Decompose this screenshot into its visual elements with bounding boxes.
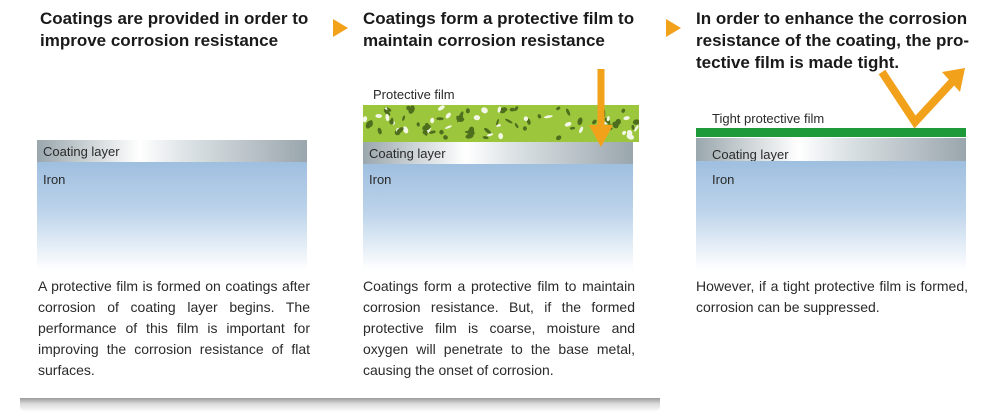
- step-2-diagram: Coating layer Iron: [363, 69, 639, 270]
- coating-layer: [363, 142, 633, 165]
- film-speck: [498, 133, 504, 140]
- film-speck: [422, 124, 431, 131]
- film-speck: [389, 119, 394, 125]
- film-speck: [445, 125, 452, 129]
- film-speck: [523, 116, 529, 121]
- film-speck: [556, 135, 562, 141]
- film-speck: [577, 117, 583, 126]
- iron-label: Iron: [43, 172, 66, 187]
- step-2-heading: Coatings form a protective film to maint…: [363, 9, 635, 50]
- film-speck: [606, 116, 610, 122]
- iron-layer: [363, 164, 633, 270]
- iron-layer: [37, 162, 307, 270]
- step-1-heading: Coatings are provided in order to improv…: [40, 9, 309, 50]
- step-3-heading: In order to enhance the corrosion resist…: [696, 9, 969, 72]
- tight-protective-film: [696, 128, 966, 137]
- film-speck: [632, 119, 639, 125]
- film-speck: [464, 130, 473, 135]
- film-speck: [502, 107, 508, 112]
- film-speck: [496, 118, 499, 126]
- film-speck: [634, 125, 639, 132]
- film-speck: [537, 114, 542, 119]
- film-speck: [509, 107, 515, 112]
- film-speck: [416, 122, 420, 127]
- film-speck: [445, 112, 451, 119]
- protective-film: [363, 105, 639, 142]
- film-speck: [375, 113, 382, 119]
- deflected-arrow-icon: [878, 68, 965, 129]
- film-speck: [626, 133, 635, 140]
- film-speck: [631, 124, 635, 130]
- step-arrow-icon: [333, 19, 348, 37]
- film-speck: [377, 127, 382, 135]
- step-1-description: A protective film is formed on coatings …: [38, 278, 310, 378]
- penetrating-arrow-icon: [589, 69, 613, 147]
- film-speck: [465, 133, 474, 139]
- tight-film-label: Tight protective film: [712, 111, 825, 126]
- film-speck: [482, 136, 489, 140]
- film-speck: [543, 115, 553, 119]
- film-speck: [621, 108, 626, 113]
- film-speck: [579, 126, 584, 134]
- coating-layer: [37, 140, 307, 163]
- step-arrow-icon: [666, 19, 681, 37]
- film-speck: [363, 116, 368, 123]
- film-speck: [484, 127, 492, 134]
- film-speck: [514, 122, 519, 129]
- film-speck: [626, 130, 633, 136]
- film-speck: [428, 130, 436, 134]
- film-speck: [406, 105, 411, 111]
- film-speck: [556, 106, 561, 111]
- film-speck: [486, 133, 494, 137]
- step-3-description: However, if a tight protective film is f…: [696, 278, 968, 315]
- film-speck: [522, 126, 527, 131]
- film-speck: [369, 120, 373, 127]
- step-2-description: Coatings form a protective film to main­…: [363, 278, 635, 378]
- step-3-diagram: Coating layer Iron: [696, 128, 966, 270]
- film-speck: [443, 135, 448, 140]
- film-speck: [481, 107, 488, 114]
- film-speck: [402, 115, 406, 121]
- film-speck: [422, 129, 428, 135]
- film-speck: [565, 108, 571, 116]
- iron-label: Iron: [712, 172, 735, 187]
- film-speck: [505, 118, 513, 124]
- film-speck: [456, 115, 464, 122]
- film-speck: [465, 108, 470, 114]
- film-speck: [436, 117, 444, 121]
- film-speck: [437, 105, 445, 111]
- film-speck: [592, 119, 597, 125]
- film-speck: [615, 118, 621, 125]
- film-speck: [439, 129, 444, 135]
- coating-layer-label: Coating layer: [712, 147, 789, 162]
- film-speck: [622, 130, 627, 135]
- floor-shadow: [20, 398, 660, 412]
- film-speck: [430, 117, 435, 124]
- film-speck: [513, 106, 519, 112]
- coating-layer-label: Coating layer: [369, 146, 446, 161]
- film-speck: [396, 127, 404, 134]
- film-speck: [623, 116, 630, 121]
- step-1-diagram: Coating layer Iron: [37, 130, 307, 270]
- iron-layer: [696, 161, 966, 270]
- film-speck: [473, 115, 481, 121]
- protective-film-label: Protective film: [373, 87, 455, 102]
- film-speck: [569, 126, 576, 130]
- film-speck: [383, 109, 391, 116]
- film-speck: [564, 121, 572, 127]
- film-speck: [497, 106, 502, 113]
- film-speck: [402, 126, 409, 134]
- coating-layer: [696, 138, 966, 161]
- film-speck: [385, 113, 390, 122]
- coating-layer-label: Coating layer: [43, 144, 120, 159]
- iron-label: Iron: [369, 172, 392, 187]
